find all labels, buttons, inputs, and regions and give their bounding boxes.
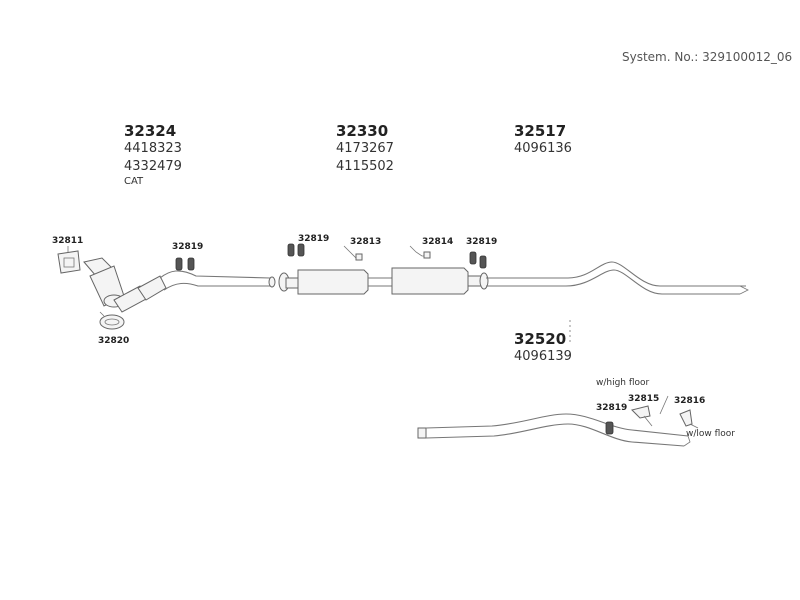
group-32324: 32324 4418323 4332479 CAT: [124, 122, 182, 187]
oe-number: 4173267: [336, 141, 394, 156]
callout-32819-d: 32819: [596, 403, 628, 413]
callout-32819-b: 32819: [298, 234, 330, 244]
group-part-number: 32324: [124, 122, 177, 140]
bracket-32815: [631, 405, 653, 427]
group-32330: 32330 4173267 4115502: [336, 122, 394, 176]
rubber-mount-32819-rear: [469, 251, 487, 269]
oe-number: 4332479: [124, 159, 182, 174]
bracket-32816: [679, 409, 699, 429]
callout-32815: 32815: [628, 394, 660, 404]
callout-32811: 32811: [52, 236, 84, 246]
group-part-number: 32520: [514, 330, 567, 348]
callout-32813: 32813: [350, 237, 382, 247]
system-number: System. No.: 329100012_06: [622, 50, 793, 64]
tail-pipe-32520: [417, 413, 691, 447]
group-note: CAT: [124, 176, 144, 187]
callout-32820: 32820: [98, 336, 130, 346]
callout-32816: 32816: [674, 396, 706, 406]
divider-slash: [659, 395, 669, 415]
group-32517: 32517 4096136: [514, 122, 572, 158]
note-high-floor: w/high floor: [596, 378, 650, 388]
bracket-32814: [409, 245, 431, 259]
rubber-mount-32819-front: [175, 257, 195, 271]
note-low-floor: w/low floor: [686, 429, 736, 439]
callout-32814: 32814: [422, 237, 454, 247]
clamp-32820: [99, 311, 125, 330]
center-muffler-32330: [278, 267, 489, 295]
catalytic-converter-32324: [83, 257, 276, 313]
callout-32819-c: 32819: [466, 237, 498, 247]
rubber-mount-32819-middle: [287, 243, 305, 257]
flange-gasket-32811: [57, 246, 81, 274]
group-32520: 32520 4096139: [514, 330, 572, 366]
bracket-32813: [343, 245, 363, 261]
rubber-mount-32819-tail: [605, 421, 614, 435]
callout-32819-a: 32819: [172, 242, 204, 252]
group-part-number: 32517: [514, 122, 567, 140]
oe-number: 4096136: [514, 141, 572, 156]
group-part-number: 32330: [336, 122, 389, 140]
oe-number: 4115502: [336, 159, 394, 174]
oe-number: 4096139: [514, 349, 572, 364]
oe-number: 4418323: [124, 141, 182, 156]
rear-pipe-32517: [486, 261, 749, 295]
